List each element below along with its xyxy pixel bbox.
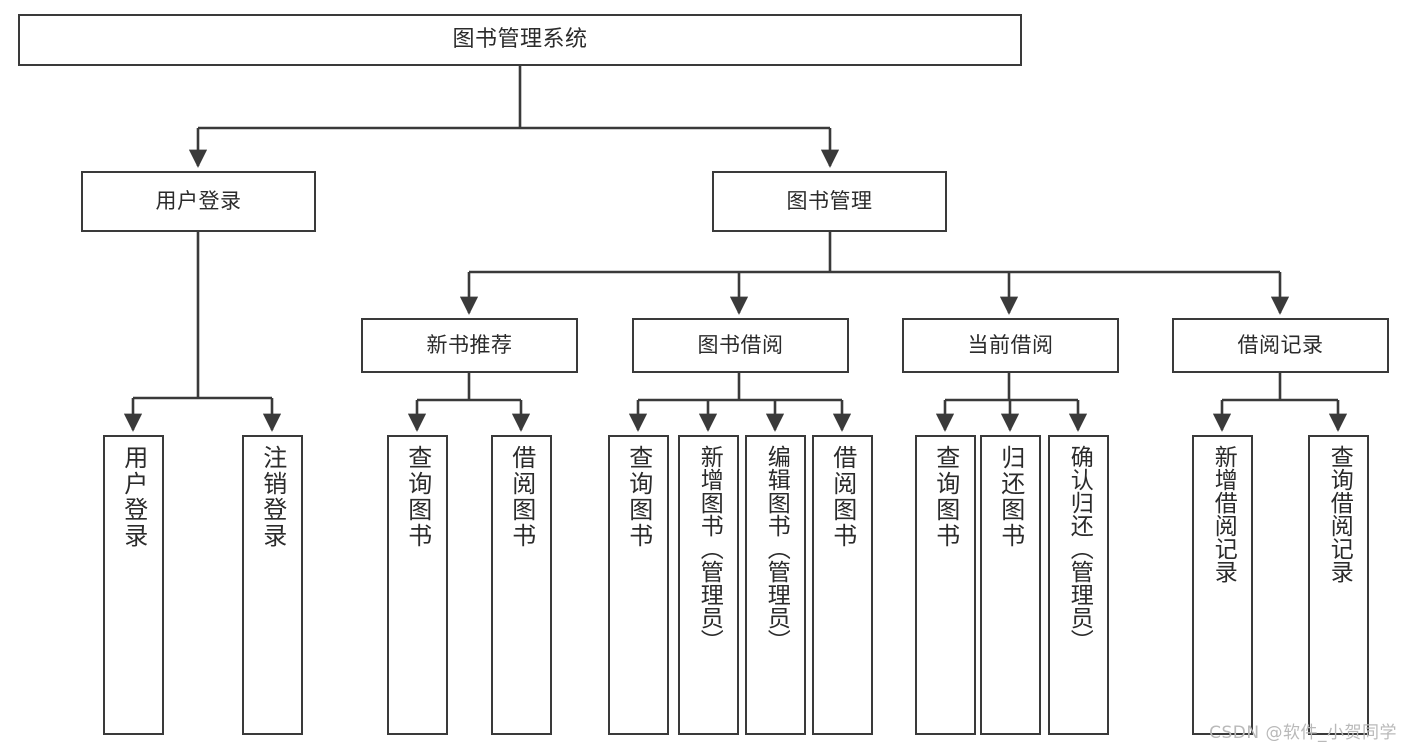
node-leaf-return-book[interactable]: 归还图书 <box>980 435 1041 735</box>
node-label: 查询借阅记录 <box>1326 445 1353 583</box>
node-label: 查询图书 <box>624 445 653 549</box>
node-label: 图书借阅 <box>697 333 784 358</box>
node-label: 图书管理 <box>786 189 873 214</box>
node-label: 查询图书 <box>931 445 960 549</box>
node-label: 图书管理系统 <box>452 27 588 53</box>
node-label: 新增借阅记录 <box>1210 445 1237 583</box>
node-leaf-query-book-3[interactable]: 查询图书 <box>915 435 976 735</box>
node-leaf-query-book-1[interactable]: 查询图书 <box>387 435 448 735</box>
node-label: 新书推荐 <box>426 333 513 358</box>
node-book-borrow[interactable]: 图书借阅 <box>632 318 849 373</box>
node-label: 用户登录 <box>119 445 148 549</box>
node-label: 当前借阅 <box>967 333 1054 358</box>
node-label: 注销登录 <box>258 445 287 549</box>
node-leaf-add-book[interactable]: 新增图书（管理员） <box>678 435 739 735</box>
node-leaf-add-record[interactable]: 新增借阅记录 <box>1192 435 1253 735</box>
node-label: 归还图书 <box>996 445 1025 549</box>
node-leaf-confirm-return[interactable]: 确认归还（管理员） <box>1048 435 1109 735</box>
node-leaf-logout-login[interactable]: 注销登录 <box>242 435 303 735</box>
node-current-borrow[interactable]: 当前借阅 <box>902 318 1119 373</box>
node-leaf-edit-book[interactable]: 编辑图书（管理员） <box>745 435 806 735</box>
node-label: 用户登录 <box>155 189 242 214</box>
node-label: 新增图书（管理员） <box>696 445 723 652</box>
node-label: 编辑图书（管理员） <box>763 445 790 652</box>
node-label: 查询图书 <box>403 445 432 549</box>
node-leaf-borrow-book-2[interactable]: 借阅图书 <box>812 435 873 735</box>
node-leaf-query-record[interactable]: 查询借阅记录 <box>1308 435 1369 735</box>
node-new-book-recommend[interactable]: 新书推荐 <box>361 318 578 373</box>
csdn-watermark: CSDN @软件_小贺同学 <box>1209 723 1397 743</box>
node-leaf-query-book-2[interactable]: 查询图书 <box>608 435 669 735</box>
node-label: 确认归还（管理员） <box>1066 445 1093 652</box>
node-borrow-record[interactable]: 借阅记录 <box>1172 318 1389 373</box>
node-label: 借阅图书 <box>828 445 857 549</box>
node-leaf-borrow-book-1[interactable]: 借阅图书 <box>491 435 552 735</box>
node-book-management[interactable]: 图书管理 <box>712 171 947 232</box>
node-root-system[interactable]: 图书管理系统 <box>18 14 1022 66</box>
node-leaf-user-login[interactable]: 用户登录 <box>103 435 164 735</box>
node-label: 借阅图书 <box>507 445 536 549</box>
node-label: 借阅记录 <box>1237 333 1324 358</box>
node-user-login[interactable]: 用户登录 <box>81 171 316 232</box>
